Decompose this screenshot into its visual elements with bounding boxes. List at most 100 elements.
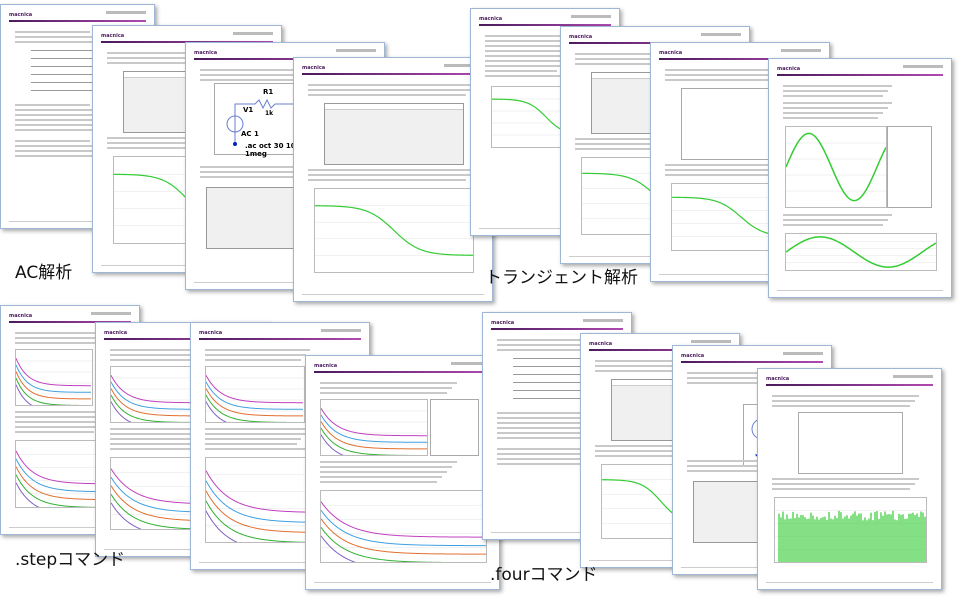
text-line (783, 224, 883, 226)
plot-area (15, 349, 93, 406)
text-line (205, 438, 301, 440)
logo: macnica (491, 320, 514, 326)
tran-page-4: macnica (768, 58, 952, 298)
page-header: macnica (777, 65, 943, 77)
plot-trace (315, 206, 473, 256)
header-rule (302, 73, 484, 75)
text-line (15, 426, 98, 428)
section-label-four: .fourコマンド (490, 560, 598, 585)
plot-area (774, 497, 927, 563)
page-footer (766, 582, 933, 583)
text-line (595, 450, 681, 452)
text-line (783, 112, 883, 114)
header-title (571, 15, 611, 18)
text-line (308, 89, 471, 91)
text-line (772, 395, 919, 397)
logo: macnica (589, 341, 612, 347)
plot-trace (321, 510, 486, 545)
schematic-screenshot (887, 126, 932, 208)
source-value: AC 1 (241, 130, 259, 138)
text-line (783, 214, 892, 216)
text-line (15, 332, 107, 334)
header-title (781, 49, 821, 52)
header-title (893, 375, 933, 378)
text-line (320, 466, 452, 468)
plot-svg (321, 491, 486, 562)
text-line (205, 433, 306, 435)
header-rule (314, 371, 491, 373)
text-line (485, 70, 557, 72)
dialog-titlebar (325, 104, 463, 110)
text-line (205, 349, 310, 351)
text-line (308, 94, 466, 96)
text-line (15, 416, 104, 418)
text-line (205, 428, 310, 430)
text-line (595, 455, 677, 457)
logo: macnica (104, 330, 127, 336)
text-line (15, 411, 107, 413)
header-rule (777, 74, 943, 76)
text-line (308, 179, 466, 181)
logo: macnica (479, 16, 502, 22)
text-line (772, 478, 919, 480)
header-title (583, 319, 623, 322)
plot-svg (315, 189, 473, 272)
schematic-screenshot (798, 412, 903, 474)
text-line (485, 35, 571, 37)
page-header: macnica (302, 64, 484, 76)
source-name: V1 (243, 106, 253, 114)
text-line (308, 84, 476, 86)
text-line (308, 174, 471, 176)
ac-page-4: macnica (293, 57, 493, 302)
page-footer (302, 294, 484, 295)
resistor-name: R1 (263, 88, 273, 96)
header-rule (199, 338, 361, 340)
plot-svg (786, 127, 886, 207)
plot-svg (775, 498, 926, 562)
section-label-transient: トランジェント解析 (485, 263, 638, 288)
plot-trace (786, 133, 886, 200)
logo: macnica (314, 363, 337, 369)
text-line (783, 85, 892, 87)
page-header: macnica (766, 375, 933, 387)
dialog-screenshot (324, 103, 464, 165)
text-line (15, 140, 90, 142)
plot-area (205, 366, 305, 423)
logo: macnica (199, 330, 222, 336)
logo: macnica (569, 34, 592, 40)
plot-area (785, 126, 887, 208)
plot-area (320, 490, 487, 563)
logo: macnica (9, 313, 32, 319)
header-title (903, 65, 943, 68)
text-line (15, 337, 104, 339)
resistor-value: 1k (265, 110, 273, 117)
text-line (320, 481, 437, 483)
page-footer (777, 290, 943, 291)
text-line (783, 95, 883, 97)
text-line (205, 443, 297, 445)
text-line (783, 219, 888, 221)
plot-trace (321, 536, 486, 562)
header-title (701, 33, 741, 36)
page-header: macnica (681, 352, 823, 364)
text-line (783, 90, 888, 92)
logo: macnica (659, 50, 682, 56)
section-label-ac: AC解析 (15, 258, 72, 283)
logo: macnica (101, 33, 124, 39)
schematic-screenshot (430, 399, 479, 456)
text-line (15, 31, 90, 33)
text-line (485, 50, 571, 52)
text-line (15, 421, 101, 423)
text-line (320, 387, 452, 389)
plot-svg (16, 350, 92, 405)
text-line (595, 365, 681, 367)
text-line (783, 102, 892, 104)
text-line (15, 104, 90, 106)
header-title (321, 329, 361, 332)
text-line (485, 65, 561, 67)
text-line (15, 342, 101, 344)
header-rule (681, 361, 823, 363)
text-line (320, 471, 447, 473)
page-header: macnica (491, 319, 623, 331)
header-title (336, 49, 376, 52)
